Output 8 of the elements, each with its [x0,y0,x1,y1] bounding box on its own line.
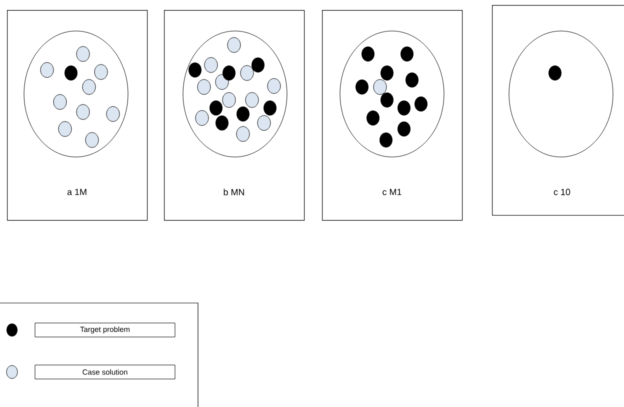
panel-label: a 1M [67,188,86,196]
panel-box [164,10,305,221]
panel-box [7,10,148,221]
panel-label: c 10 [554,188,570,196]
panel-box [492,5,624,216]
panel-label: b MN [224,188,244,196]
panel-label: c M1 [382,188,402,196]
panel-box [322,10,463,221]
